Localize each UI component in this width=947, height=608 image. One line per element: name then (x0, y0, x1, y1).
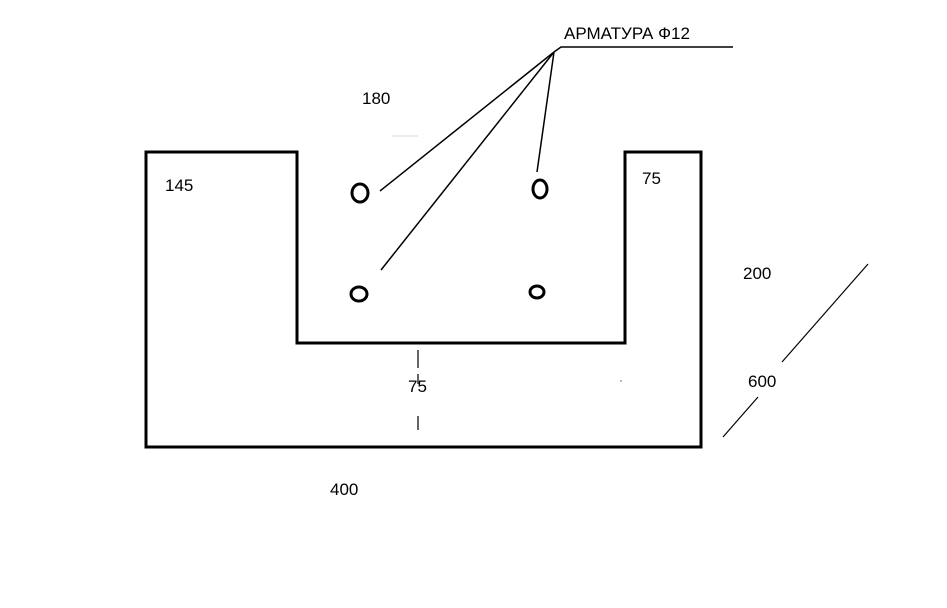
dim-bottom-thickness: 75 (408, 377, 427, 396)
rebar-bottom-right (528, 284, 546, 300)
dim-left-wall: 145 (165, 176, 194, 195)
dim-height: 200 (743, 264, 772, 283)
dim-length: 600 (748, 372, 777, 391)
callout-leaders (379, 46, 733, 271)
callout-label: АРМАТУРА Ф12 (564, 24, 690, 43)
u-section-outline (144, 150, 703, 449)
length-dim-line-upper (781, 263, 869, 363)
dim-width: 400 (330, 480, 359, 499)
rebar-bottom-left (349, 285, 369, 303)
length-dim-line-lower (722, 396, 759, 438)
dim-top-opening: 180 (362, 89, 391, 108)
dim-right-wall: 75 (642, 169, 661, 188)
rebar-top-right (531, 178, 549, 200)
rebar-top-left (350, 182, 370, 204)
